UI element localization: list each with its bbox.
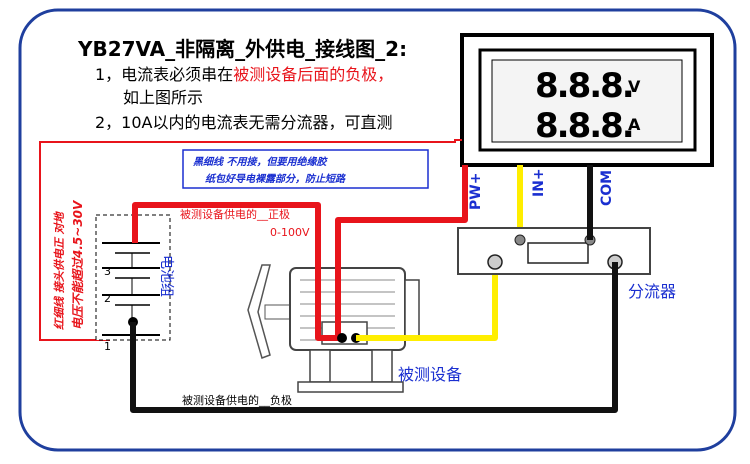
- unit-a-label: A: [628, 115, 641, 134]
- red-thin-wire-note-2: 电压不能超过4.5~30V: [71, 199, 85, 330]
- terminal-in-label: IN+: [531, 168, 547, 197]
- current-display: 8.8.8.: [535, 106, 633, 146]
- positive-label: 被测设备供电的__正极: [180, 207, 290, 221]
- unit-v-label: V: [628, 77, 641, 96]
- red-thin-wire-note-1: 红细线 接头供电正 对地: [53, 210, 66, 330]
- motor-to-shunt-wire: [356, 262, 498, 341]
- cell-number-1: 1: [104, 340, 111, 353]
- red-thin-wire: [39, 139, 462, 341]
- negative-label: 被测设备供电的__负极: [182, 393, 292, 407]
- panel-meter: 8.8.8. 8.8.8. V A: [460, 33, 714, 167]
- diagram-title: YB27VA_非隔离_外供电_接线图_2:: [77, 37, 407, 61]
- diagram-frame: [18, 8, 737, 452]
- note-line-2: 2，10A以内的电流表无需分流器，可直测: [95, 113, 393, 132]
- negative-supply-wire: [130, 262, 618, 413]
- note-line-1-cont: 如上图所示: [123, 88, 203, 107]
- cell-number-3: 3: [104, 265, 111, 278]
- battery-label: 电池组: [158, 255, 174, 297]
- note-line-1: 1，电流表必须串在被测设备后面的负极，: [95, 65, 393, 84]
- positive-supply-wire: [132, 202, 342, 341]
- thin-wire-note-2: 纸包好导电裸露部分，防止短路: [205, 173, 346, 185]
- pw-plus-wire: [335, 165, 468, 338]
- shunt-label: 分流器: [628, 282, 676, 301]
- thin-wire-note-box: [182, 149, 429, 189]
- voltage-display: 8.8.8.: [535, 66, 633, 106]
- motor-terminal-positive: [337, 333, 347, 343]
- terminal-pw-label: PW+: [468, 173, 484, 210]
- motor-device: [247, 264, 420, 393]
- positive-range-label: 0-100V: [270, 226, 310, 239]
- terminal-com-label: COM: [599, 170, 615, 206]
- shunt: [457, 227, 651, 275]
- cell-number-2: 2: [104, 292, 111, 305]
- thin-wire-note-1: 黑细线 不用接，但要用绝缘胶: [193, 156, 328, 168]
- device-label: 被测设备: [398, 365, 462, 384]
